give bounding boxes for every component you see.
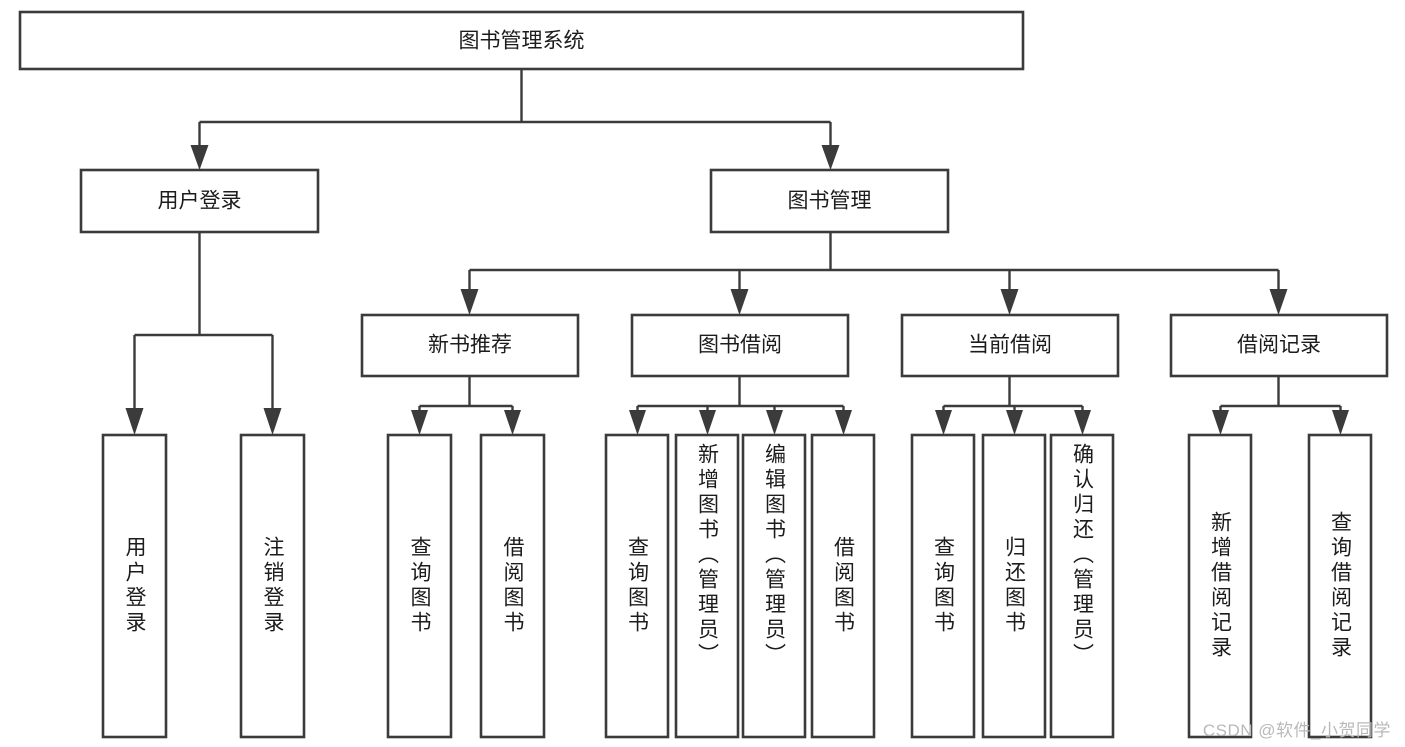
connector-group-borrow-records — [1212, 376, 1349, 435]
node-box-book-borrow[interactable] — [630, 313, 850, 378]
arrow-head-leaf-records-query — [1332, 410, 1349, 435]
arrow-head-leaf-borrow-query — [629, 410, 646, 435]
arrow-head-book-borrow — [730, 289, 749, 315]
connector-group-current-borrow — [935, 376, 1091, 435]
node-box-leaf-current-return-book[interactable] — [981, 433, 1047, 739]
node-box-leaf-user-login[interactable] — [101, 433, 168, 739]
node-box-leaf-recommend-borrow-book[interactable] — [479, 433, 546, 739]
node-box-leaf-user-logout[interactable] — [239, 433, 306, 739]
node-box-leaf-borrow-add-book[interactable] — [674, 433, 740, 739]
connector-group-user-login — [125, 232, 282, 435]
arrow-head-leaf-current-return — [1006, 410, 1023, 435]
arrow-head-borrow-records — [1269, 289, 1288, 315]
arrow-head-leaf-borrow-add — [699, 410, 716, 435]
node-box-leaf-borrow-borrow-book[interactable] — [810, 433, 876, 739]
csdn-watermark: CSDN @软件_小贺同学 — [1202, 721, 1391, 740]
arrow-head-leaf-borrow-borrow — [835, 410, 852, 435]
label-borrow-records: 借阅记录 — [1237, 334, 1321, 357]
node-box-user-login[interactable] — [79, 168, 320, 234]
horizontal-labels-group: 图书管理系统 用户登录 图书管理 新书推荐 图书借阅 当前借阅 借阅记录 — [158, 30, 1322, 357]
node-box-leaf-borrow-edit-book[interactable] — [741, 433, 807, 739]
arrow-head-leaf-user-login — [125, 408, 144, 435]
arrow-head-current-borrow — [1000, 289, 1019, 315]
node-box-borrow-records[interactable] — [1169, 313, 1389, 378]
node-box-leaf-recommend-query-book[interactable] — [386, 433, 453, 739]
node-box-leaf-current-query-book[interactable] — [910, 433, 976, 739]
node-box-new-book-recommend[interactable] — [360, 313, 580, 378]
node-box-leaf-records-add-record[interactable] — [1187, 433, 1253, 739]
node-box-leaf-records-query-record[interactable] — [1307, 433, 1373, 739]
label-current-borrow: 当前借阅 — [968, 334, 1052, 357]
label-new-book-recommend: 新书推荐 — [428, 334, 512, 357]
node-box-leaf-current-confirm-return[interactable] — [1049, 433, 1115, 739]
arrow-head-leaf-user-logout — [263, 408, 282, 435]
label-book-borrow: 图书借阅 — [698, 334, 782, 357]
arrow-head-leaf-recommend-borrow — [504, 410, 521, 435]
arrow-head-user-login — [190, 145, 209, 170]
connector-group-book-management — [460, 232, 1288, 315]
arrow-head-new-book-recommend — [460, 289, 479, 315]
node-box-current-borrow[interactable] — [900, 313, 1120, 378]
arrow-head-leaf-current-confirm — [1074, 410, 1091, 435]
arrow-head-leaf-records-add — [1212, 410, 1229, 435]
label-book-management: 图书管理 — [788, 190, 872, 213]
connector-group-root — [190, 69, 840, 170]
label-root: 图书管理系统 — [459, 30, 585, 53]
node-boxes-group — [18, 10, 1389, 739]
connector-group-book-borrow — [629, 376, 852, 435]
node-box-leaf-borrow-query-book[interactable] — [604, 433, 670, 739]
arrow-head-leaf-current-query — [935, 410, 952, 435]
node-box-root[interactable] — [18, 10, 1025, 71]
arrow-head-book-management — [821, 145, 840, 170]
label-user-login: 用户登录 — [158, 190, 242, 213]
arrow-head-leaf-recommend-query — [411, 410, 428, 435]
connector-group-new-book-recommend — [411, 376, 521, 435]
arrow-head-leaf-borrow-edit — [766, 410, 783, 435]
node-box-book-management[interactable] — [709, 168, 950, 234]
